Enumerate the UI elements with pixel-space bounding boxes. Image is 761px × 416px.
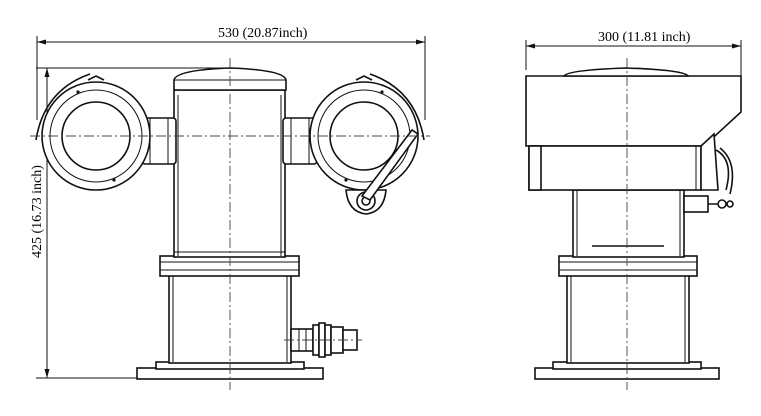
side-width-dimension: 300 (11.81 inch) xyxy=(525,30,742,80)
front-right-lamp xyxy=(309,73,425,215)
side-bracket xyxy=(700,132,719,191)
front-height-label: 425 (16.73 inch) xyxy=(30,165,45,258)
side-column xyxy=(572,189,685,258)
front-width-label: 530 (20.87inch) xyxy=(218,26,308,41)
side-camera-housing xyxy=(525,75,742,147)
front-flange xyxy=(159,255,300,277)
side-view: 300 (11.81 inch) xyxy=(525,30,742,390)
side-dome-top xyxy=(562,67,690,77)
front-upper-column xyxy=(173,89,286,258)
side-lower-housing xyxy=(566,274,690,364)
front-view: 530 (20.87inch) 425 (16.73 inch) xyxy=(30,26,430,390)
side-flange xyxy=(558,255,698,277)
side-lower-body xyxy=(528,145,702,191)
side-width-label: 300 (11.81 inch) xyxy=(598,30,691,45)
side-connector xyxy=(683,195,709,213)
front-left-lamp xyxy=(35,73,151,191)
front-width-dimension: 530 (20.87inch) xyxy=(36,26,426,120)
